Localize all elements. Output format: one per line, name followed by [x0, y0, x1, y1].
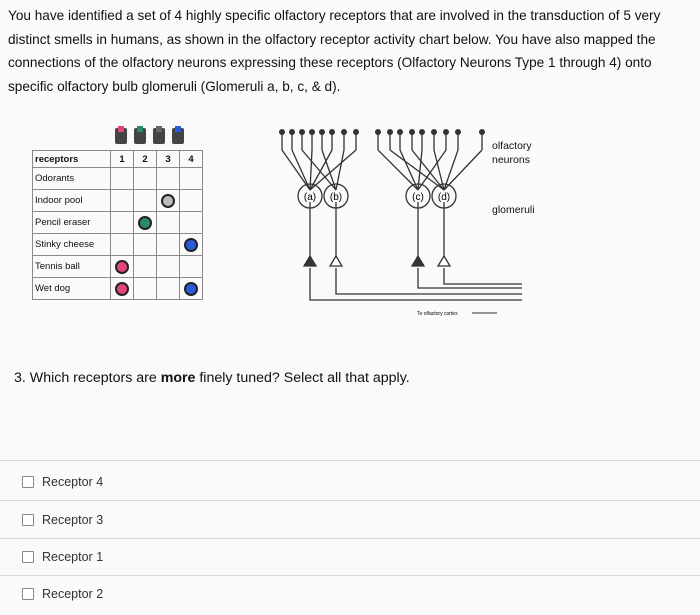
odorant-label: Pencil eraser: [32, 211, 111, 234]
divider: [0, 500, 700, 501]
odorant-label: Wet dog: [32, 277, 111, 300]
activity-dot: [184, 237, 198, 252]
question-number: 3.: [14, 370, 26, 386]
option-label: Receptor 3: [42, 513, 104, 527]
checkbox[interactable]: [22, 588, 34, 600]
figure: receptors 1 2 3 4 Odorants Indoor pool P…: [10, 118, 690, 348]
question-text-before: Which receptors are: [29, 370, 157, 386]
glomerulus-a-label: (a): [304, 192, 316, 203]
option-receptor-1[interactable]: Receptor 1: [22, 550, 103, 564]
table-row: Pencil eraser: [32, 211, 203, 234]
receptor-icons: [112, 126, 187, 146]
olfactory-label: olfactory: [492, 140, 532, 152]
receptor-4-icon: [169, 126, 187, 146]
activity-dot: [115, 281, 129, 296]
checkbox[interactable]: [22, 476, 34, 488]
table-row: Tennis ball: [32, 255, 203, 278]
activity-dot: [115, 259, 129, 274]
option-receptor-2[interactable]: Receptor 2: [22, 587, 103, 601]
glomerulus-d-label: (d): [438, 192, 450, 203]
question-text-after: finely tuned? Select all that apply.: [199, 370, 410, 386]
divider: [0, 538, 700, 539]
cortex-label: To olfactory cortex: [417, 311, 458, 317]
option-receptor-4[interactable]: Receptor 4: [22, 475, 103, 489]
receptor-number: 1: [110, 150, 134, 168]
neurons-label: neurons: [492, 154, 530, 166]
olfactory-neurons-group: [281, 130, 522, 301]
glomeruli-diagram: (a) (b) (c) (d) To olfactory cortex: [279, 129, 522, 317]
divider: [0, 460, 700, 461]
glomerulus-c-label: (c): [412, 192, 424, 203]
option-receptor-3[interactable]: Receptor 3: [22, 513, 103, 527]
table-row: Wet dog: [32, 277, 203, 300]
activity-dot: [161, 193, 175, 208]
table-row: Indoor pool: [32, 189, 203, 212]
intro-paragraph: You have identified a set of 4 highly sp…: [8, 8, 661, 94]
activity-dot: [184, 281, 198, 296]
receptor-number: 2: [133, 150, 157, 168]
odorant-label: Indoor pool: [32, 189, 111, 212]
glomerulus-b-label: (b): [330, 192, 342, 203]
receptor-3-icon: [150, 126, 168, 146]
question-text: 3. Which receptors are more finely tuned…: [14, 370, 410, 386]
checkbox[interactable]: [22, 551, 34, 563]
receptors-header: receptors: [32, 150, 111, 168]
question-bold: more: [160, 370, 196, 386]
option-label: Receptor 2: [42, 587, 104, 601]
receptor-2-icon: [131, 126, 149, 146]
option-label: Receptor 4: [42, 475, 104, 489]
table-row: Stinky cheese: [32, 233, 203, 256]
checkbox[interactable]: [22, 514, 34, 526]
receptor-number: 4: [179, 150, 203, 168]
receptor-activity-table: receptors 1 2 3 4 Odorants Indoor pool P…: [32, 150, 203, 300]
divider: [0, 575, 700, 576]
odorant-label: Stinky cheese: [32, 233, 111, 256]
odorants-header: Odorants: [32, 167, 111, 190]
activity-dot: [138, 215, 152, 230]
receptor-1-icon: [112, 126, 130, 146]
glomeruli-label: glomeruli: [492, 204, 535, 216]
receptor-number: 3: [156, 150, 180, 168]
odorant-label: Tennis ball: [32, 255, 111, 278]
option-label: Receptor 1: [42, 550, 104, 564]
